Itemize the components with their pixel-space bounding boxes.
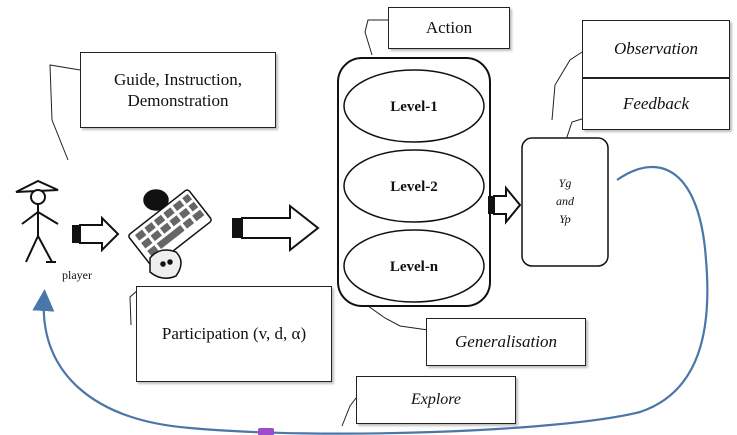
level-1-label: Level-1 <box>390 99 437 115</box>
level-1-ellipse <box>343 69 485 143</box>
participation-label: Participation (v, d, α) <box>161 324 307 344</box>
controller-to-levels-arrow <box>232 203 320 253</box>
level-n-ellipse <box>343 229 485 303</box>
mouse-icon <box>143 189 169 211</box>
explore-label: Explore <box>410 391 462 408</box>
level-2-ellipse <box>343 149 485 223</box>
action-callout-line <box>364 19 390 56</box>
action-box: Action <box>388 7 510 49</box>
generalisation-callout-line <box>367 305 429 331</box>
participation-callout-line <box>129 289 139 326</box>
levels-to-result-arrow <box>488 185 522 225</box>
level-2-label: Level-2 <box>390 179 437 195</box>
observation-label: Observation <box>613 39 699 59</box>
guide-box: Guide, Instruction, Demonstration <box>80 52 276 128</box>
result-box <box>521 137 609 267</box>
explore-callout-line <box>341 397 357 427</box>
loop-marker <box>258 428 274 435</box>
player-head <box>30 189 46 205</box>
observation-callout-line <box>551 51 583 121</box>
level-n-label: Level-n <box>390 259 439 275</box>
feedback-box: Feedback <box>582 78 730 130</box>
observation-box: Observation <box>582 20 730 78</box>
result-and: and <box>556 194 575 208</box>
player-to-controller-arrow <box>72 215 120 253</box>
player-figure <box>15 179 59 263</box>
guide-label: Guide, Instruction, Demonstration <box>114 69 242 110</box>
generalisation-label: Generalisation <box>455 332 557 352</box>
feedback-loop-arrow <box>32 165 709 435</box>
feedback-callout-line <box>565 117 586 141</box>
feedback-label: Feedback <box>622 94 690 114</box>
callout-lines <box>49 19 586 427</box>
player-label: player <box>62 268 92 282</box>
result-yg: Yg <box>559 176 572 190</box>
explore-box: Explore <box>356 376 516 424</box>
action-label: Action <box>425 18 473 38</box>
result-yp: Yp <box>559 212 571 226</box>
controller-device <box>128 189 212 279</box>
guide-callout-line <box>49 64 81 161</box>
generalisation-box: Generalisation <box>426 318 586 366</box>
participation-box: Participation (v, d, α) <box>136 286 332 382</box>
